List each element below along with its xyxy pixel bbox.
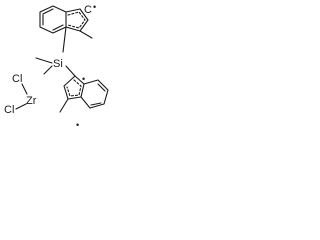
zr-label: Zr (26, 95, 37, 107)
lower-cp-ring (63, 75, 85, 100)
lower-indenyl (59, 75, 109, 113)
upper-c-label: C (84, 4, 92, 16)
si-label: Si (53, 58, 63, 70)
upper-indenyl (39, 5, 93, 53)
lower-cp-dash (66, 79, 82, 97)
cl-top-to-zr-bond (21, 83, 28, 95)
upper-methyl-bond (79, 30, 93, 39)
molecule-diagram: C • Si • • Cl Zr Cl (4, 2, 109, 130)
upper-ring-to-si-bond (62, 26, 67, 53)
lower-benzene-ring (80, 79, 109, 109)
upper-benzene-inner-bond-1 (42, 8, 54, 15)
upper-radical-dot: • (93, 2, 96, 12)
lower-benzene-inner-bond-2 (90, 102, 102, 106)
si-to-lower-ring-bond (65, 65, 76, 77)
upper-cp-ring (65, 8, 89, 32)
cl-bottom-to-zr-bond (15, 103, 27, 110)
lower-benzene-inner-bond-1 (97, 83, 106, 92)
si-methyl-down-bond (43, 65, 53, 75)
cl-bottom-label: Cl (4, 104, 14, 116)
si-methyl-left-bond (35, 57, 53, 64)
lower-ring-mark: • (82, 74, 85, 84)
lower-methyl-bond (59, 98, 69, 113)
upper-benzene-inner-bond-3 (52, 24, 64, 31)
cl-top-label: Cl (12, 73, 22, 85)
upper-benzene-ring (39, 5, 67, 34)
upper-cp-dash (67, 11, 86, 29)
lower-radical-dot: • (76, 120, 79, 130)
